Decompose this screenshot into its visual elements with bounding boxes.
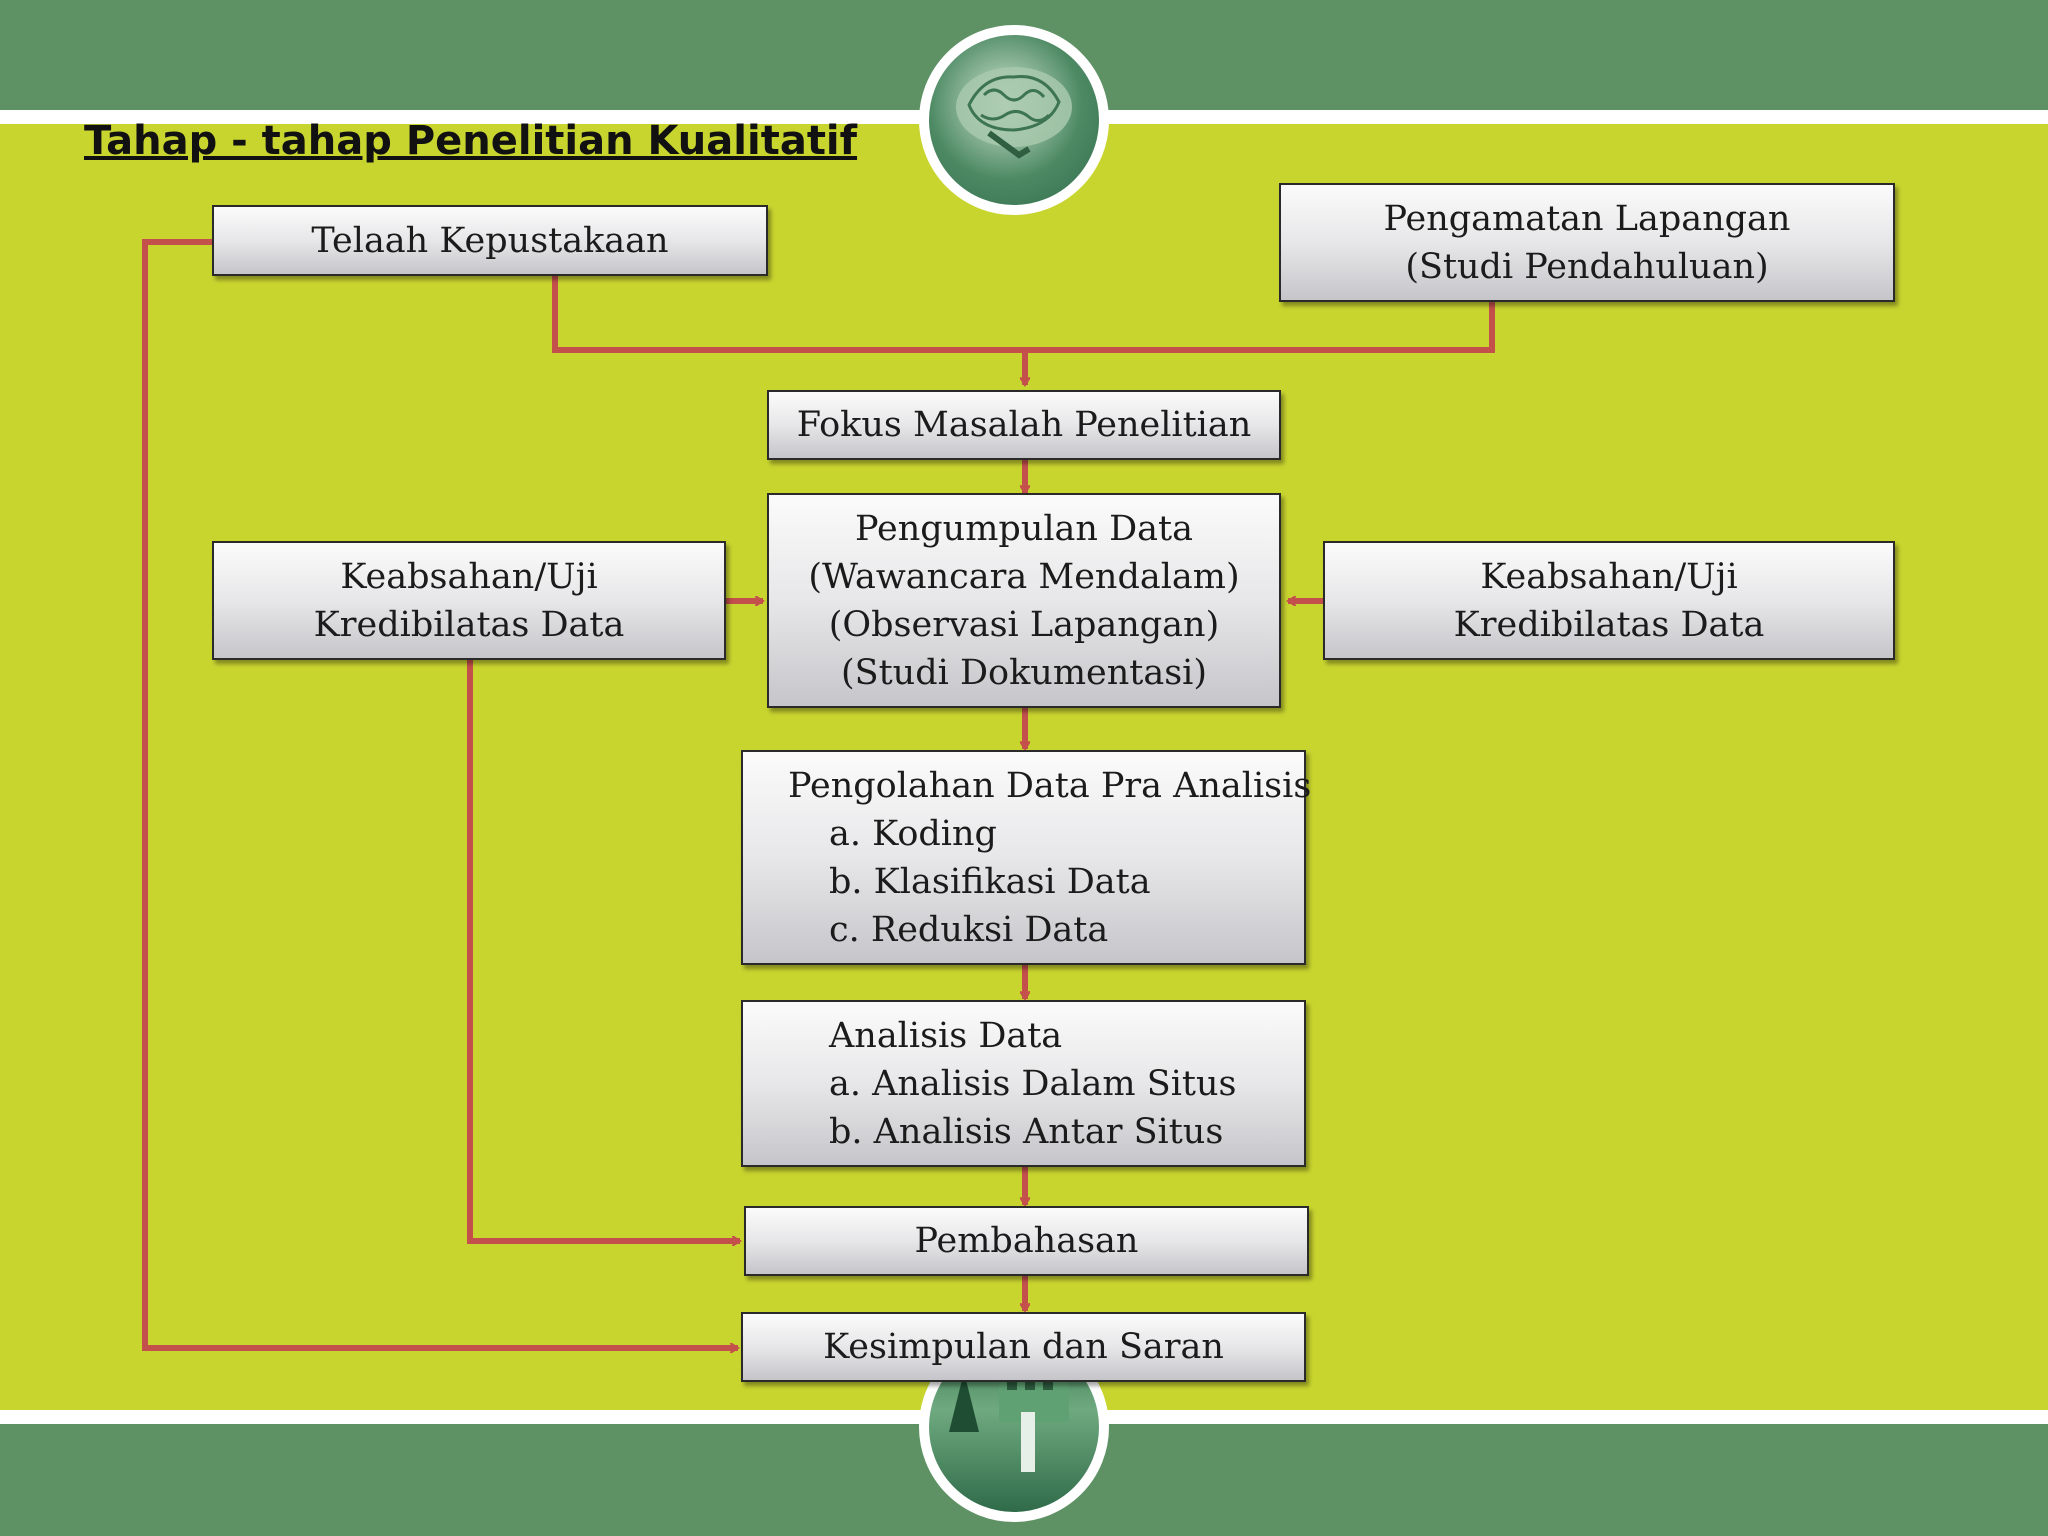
node-kesimpulan-saran: Kesimpulan dan Saran xyxy=(741,1312,1306,1382)
node-label: Kredibilatas Data xyxy=(1453,604,1765,645)
node-label: Pengumpulan Data xyxy=(855,508,1193,549)
node-label: Kredibilatas Data xyxy=(313,604,625,645)
node-list-item: a. Analisis Dalam Situs xyxy=(829,1063,1237,1104)
node-label: (Studi Pendahuluan) xyxy=(1405,246,1769,287)
brain-illustration xyxy=(956,67,1072,159)
node-label: Telaah Kepustakaan xyxy=(311,220,669,261)
node-pengolahan-data: Pengolahan Data Pra Analisis a. Koding b… xyxy=(741,750,1311,965)
node-analisis-data: Analisis Data a. Analisis Dalam Situs b.… xyxy=(741,1000,1306,1167)
node-fokus-masalah: Fokus Masalah Penelitian xyxy=(767,390,1281,460)
node-pembahasan: Pembahasan xyxy=(744,1206,1309,1276)
node-label: (Studi Dokumentasi) xyxy=(840,652,1208,693)
node-label: Pengamatan Lapangan xyxy=(1383,198,1791,239)
edge-pengamatan-merge xyxy=(1025,302,1495,353)
node-list-item: b. Klasifikasi Data xyxy=(829,861,1151,902)
node-label: Pembahasan xyxy=(914,1221,1139,1261)
node-keabsahan-right: Keabsahan/Uji Kredibilatas Data xyxy=(1323,541,1895,660)
page-title: Tahap - tahap Penelitian Kualitatif xyxy=(84,118,858,164)
node-label: Kesimpulan dan Saran xyxy=(823,1327,1224,1367)
node-telaah-kepustakaan: Telaah Kepustakaan xyxy=(212,205,768,276)
node-pengamatan-lapangan: Pengamatan Lapangan (Studi Pendahuluan) xyxy=(1279,183,1895,302)
brain-medallion-image xyxy=(919,25,1109,215)
node-label: Keabsahan/Uji xyxy=(1480,556,1738,597)
node-pengumpulan-data: Pengumpulan Data (Wawancara Mendalam) (O… xyxy=(767,493,1281,708)
node-heading: Analisis Data xyxy=(829,1015,1063,1056)
node-label: (Observasi Lapangan) xyxy=(828,604,1220,645)
node-label: Fokus Masalah Penelitian xyxy=(796,405,1252,445)
node-label: (Wawancara Mendalam) xyxy=(808,556,1240,597)
node-heading: Pengolahan Data Pra Analisis xyxy=(788,765,1312,806)
edge-keabsahan-left-to-pembahasan xyxy=(467,660,740,1241)
node-label: Keabsahan/Uji xyxy=(340,556,598,597)
node-list-item: a. Koding xyxy=(829,813,997,854)
node-list-item: b. Analisis Antar Situs xyxy=(829,1111,1224,1152)
node-keabsahan-left: Keabsahan/Uji Kredibilatas Data xyxy=(212,541,726,660)
node-list-item: c. Reduksi Data xyxy=(829,909,1109,950)
edge-telaah-to-kesimpulan xyxy=(142,239,738,1348)
edge-telaah-merge xyxy=(552,276,1025,353)
